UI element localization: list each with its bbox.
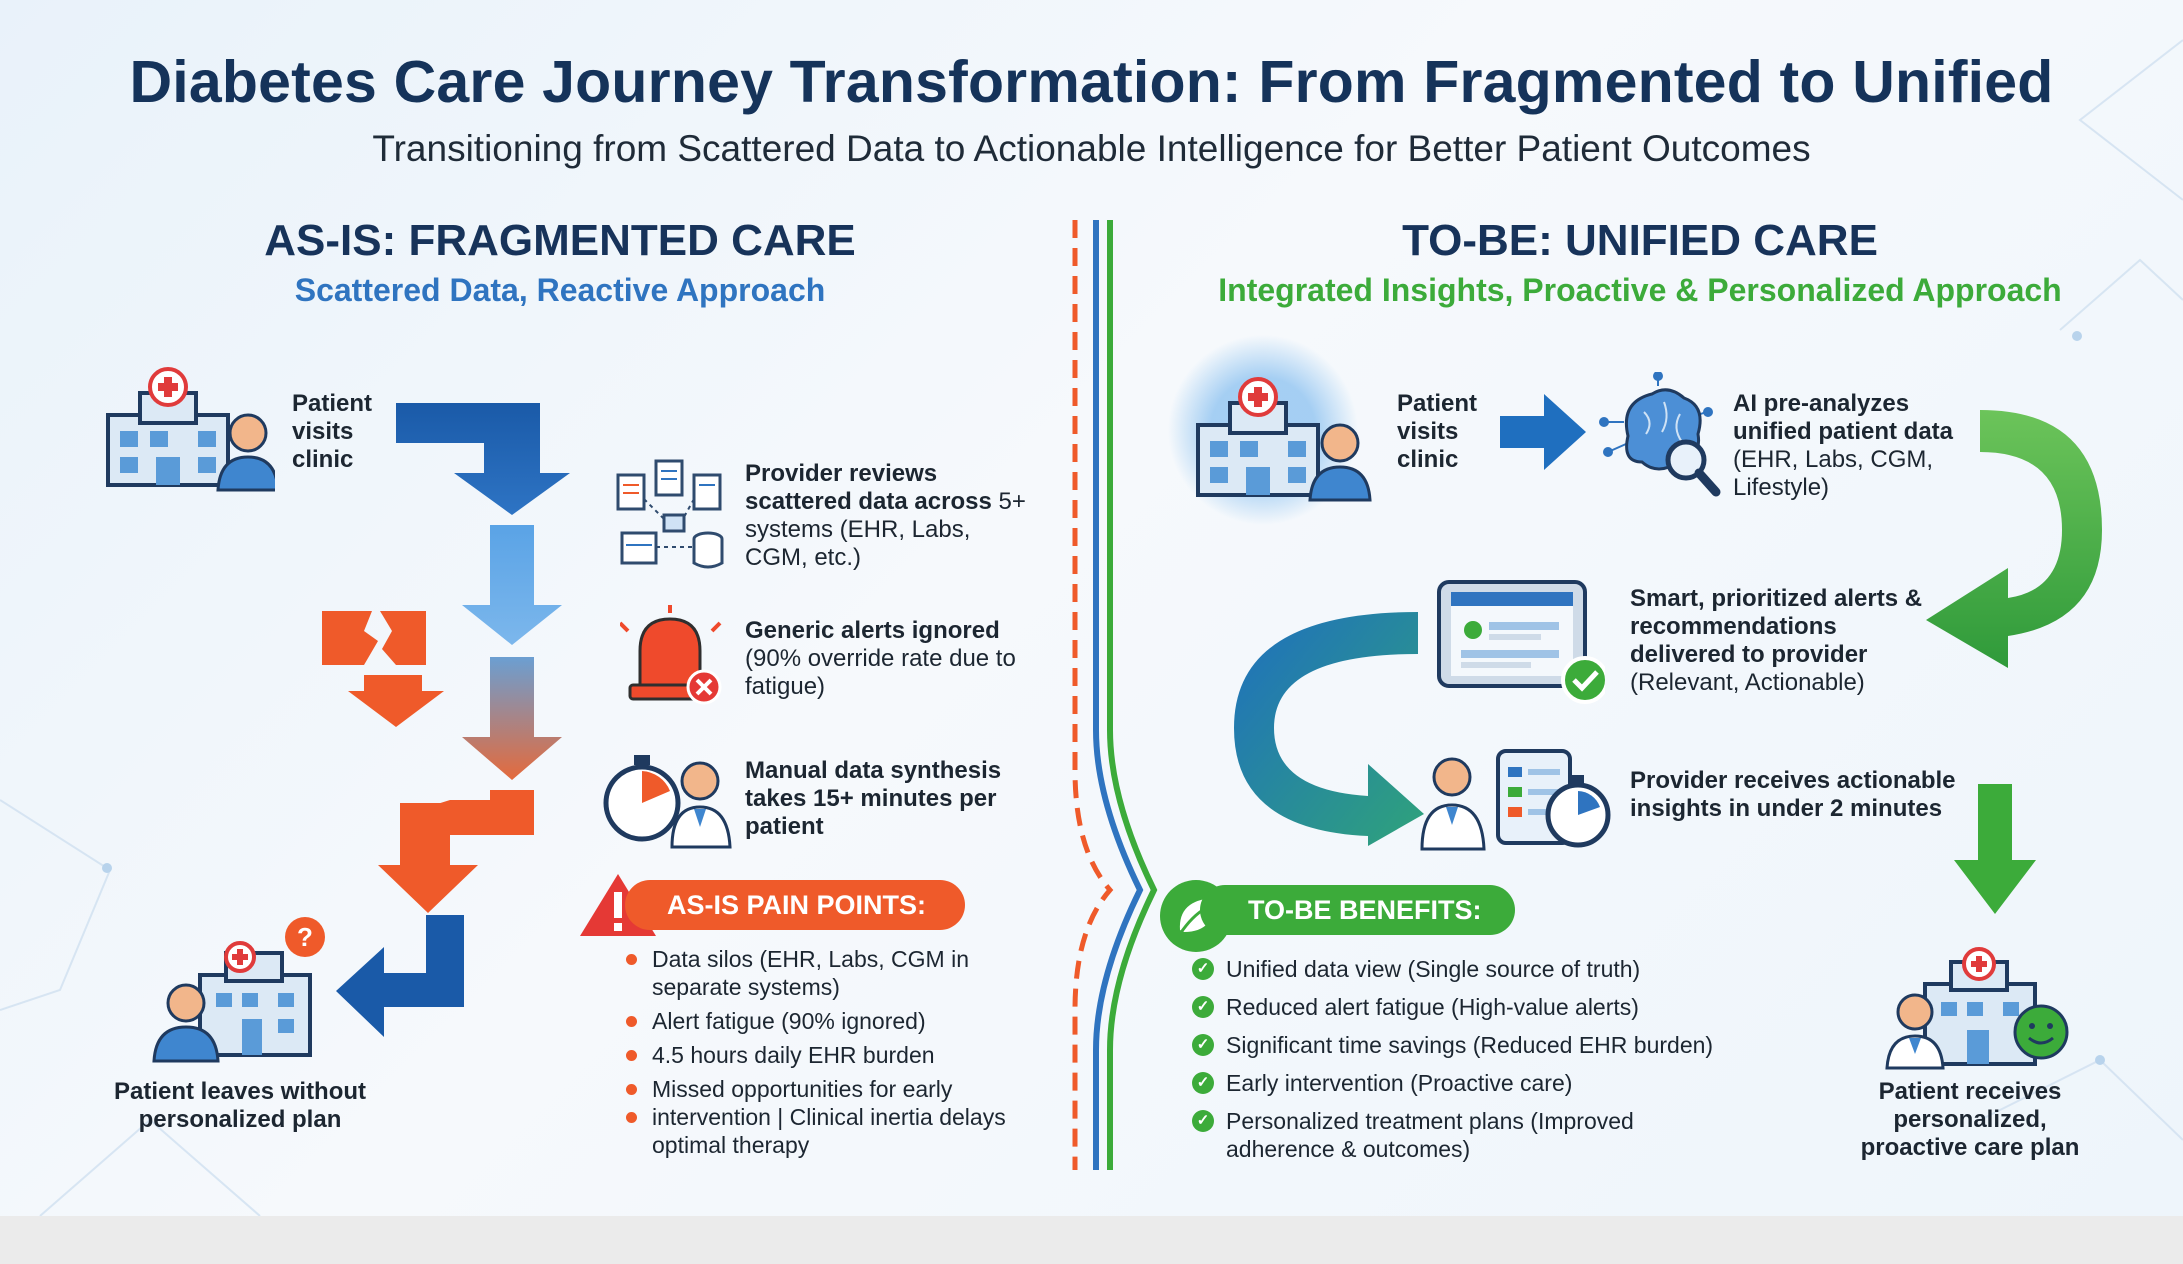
broken-arrow-icon	[322, 611, 444, 727]
pain-point-item: 4.5 hours daily EHR burden	[626, 1041, 1012, 1069]
page-subtitle: Transitioning from Scattered Data to Act…	[372, 128, 1811, 169]
doctor-stopwatch-icon	[1420, 749, 1611, 851]
tablet-dashboard-icon	[1437, 580, 1605, 704]
glowing-clinic-patient-icon	[1168, 335, 1372, 525]
to-be-step-1-detail: (EHR, Labs, CGM, Lifestyle)	[1733, 446, 1934, 501]
background-decoration	[0, 39, 2183, 1216]
infographic-canvas: Diabetes Care Journey Transformation: Fr…	[0, 0, 2183, 1216]
pain-point-item: Alert fatigue (90% ignored)	[626, 1007, 1012, 1035]
pain-point-item: Data silos (EHR, Labs, CGM in separate s…	[626, 945, 1012, 1001]
clinic-patient-icon	[106, 367, 275, 492]
check-icon: ✓	[1192, 958, 1214, 980]
benefit-item: ✓Early intervention (Proactive care)	[1192, 1069, 1786, 1097]
patient-leaves-clinic-icon: ?	[152, 917, 325, 1063]
pain-point-item: Missed opportunities for early	[626, 1075, 1012, 1103]
as-is-step-1-detail: 5+ systems (EHR, Labs, CGM, etc.)	[745, 488, 1026, 571]
to-be-step-2-text: Smart, prioritized alerts & recommendati…	[1630, 585, 1930, 697]
blue-curved-arrow	[1234, 612, 1424, 846]
svg-text:?: ?	[297, 922, 313, 952]
to-be-subheading: Integrated Insights, Proactive & Persona…	[1218, 272, 2062, 308]
right-arrow-icon	[1500, 394, 1586, 470]
to-be-benefits-list: ✓Unified data view (Single source of tru…	[1192, 955, 1786, 1163]
to-be-step-3-bold: Provider receives actionable insights in…	[1630, 767, 1956, 822]
to-be-benefits-banner: TO-BE BENEFITS:	[1200, 885, 1515, 935]
as-is-step-1-text: Provider reviews scattered data across 5…	[745, 460, 1035, 572]
to-be-step-1-bold: AI pre-analyzes unified patient data	[1733, 390, 1954, 445]
check-icon: ✓	[1192, 996, 1214, 1018]
section-divider	[1072, 220, 1158, 1170]
ai-brain-icon	[1599, 372, 1721, 497]
green-down-arrow	[1954, 784, 2036, 914]
benefit-item: ✓Reduced alert fatigue (High-value alert…	[1192, 993, 1786, 1021]
as-is-outcome-label: Patient leaves without personalized plan	[113, 1078, 367, 1133]
to-be-step-2-detail: (Relevant, Actionable)	[1630, 669, 1865, 696]
as-is-heading: AS-IS: FRAGMENTED CARE	[264, 216, 856, 265]
as-is-patient-visits-label: Patient visits clinic	[292, 390, 373, 473]
as-is-step-2-detail: (90% override rate due to fatigue)	[745, 645, 1016, 700]
green-curved-arrow	[1926, 410, 2102, 668]
page-title: Diabetes Care Journey Transformation: Fr…	[129, 49, 2054, 115]
as-is-flow-arrows	[336, 403, 570, 1037]
as-is-pain-points-list: Data silos (EHR, Labs, CGM in separate s…	[626, 945, 1012, 1159]
check-icon: ✓	[1192, 1034, 1214, 1056]
to-be-outcome-label: Patient receives personalized, proactive…	[1860, 1078, 2080, 1161]
benefit-item: ✓Unified data view (Single source of tru…	[1192, 955, 1786, 983]
as-is-pain-points-banner: AS-IS PAIN POINTS:	[625, 880, 965, 930]
to-be-step-2-bold: Smart, prioritized alerts & recommendati…	[1630, 585, 1923, 668]
to-be-patient-visits-label: Patient visits clinic	[1397, 390, 1478, 473]
as-is-step-2-bold: Generic alerts ignored	[745, 617, 1000, 644]
check-icon: ✓	[1192, 1072, 1214, 1094]
to-be-step-1-text: AI pre-analyzes unified patient data (EH…	[1733, 390, 1978, 502]
as-is-step-3-bold: Manual data synthesis takes 15+ minutes …	[745, 757, 1002, 840]
to-be-step-3-text: Provider receives actionable insights in…	[1630, 767, 1960, 823]
happy-patient-clinic-icon	[1885, 947, 2069, 1070]
check-icon: ✓	[1192, 1110, 1214, 1132]
scattered-documents-icon	[616, 459, 724, 569]
to-be-heading: TO-BE: UNIFIED CARE	[1402, 216, 1878, 265]
alarm-bell-icon	[620, 605, 722, 705]
as-is-step-1-bold: Provider reviews scattered data across	[745, 460, 992, 515]
as-is-subheading: Scattered Data, Reactive Approach	[294, 272, 826, 308]
stopwatch-doctor-icon	[603, 755, 732, 849]
pain-point-item: intervention | Clinical inertia delays o…	[626, 1103, 1012, 1159]
as-is-step-2-text: Generic alerts ignored(90% override rate…	[745, 617, 1035, 701]
benefit-item: ✓Significant time savings (Reduced EHR b…	[1192, 1031, 1786, 1059]
as-is-step-3-text: Manual data synthesis takes 15+ minutes …	[745, 757, 1045, 841]
benefit-item: ✓Personalized treatment plans (Improved …	[1192, 1107, 1646, 1163]
